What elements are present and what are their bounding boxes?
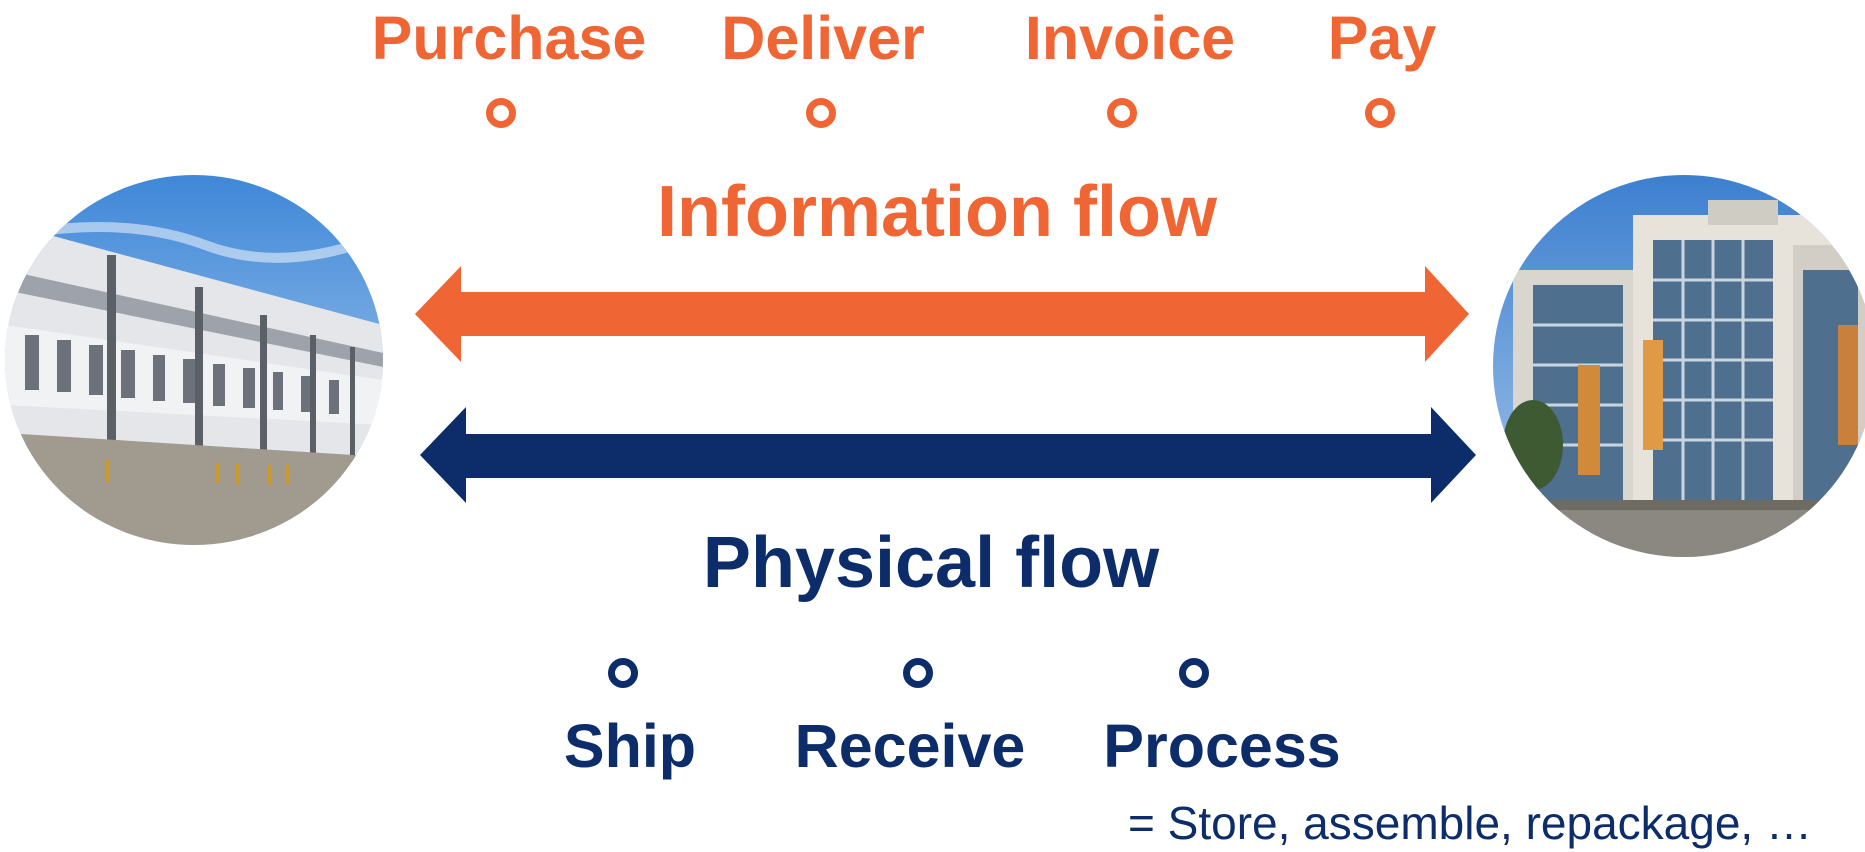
physical-flow-title: Physical flow — [702, 523, 1160, 603]
info-step-marker — [1365, 98, 1395, 128]
info-step-marker — [486, 98, 516, 128]
warehouse-photo — [5, 175, 383, 545]
phys-step-marker — [608, 658, 638, 688]
info-step-marker — [1107, 98, 1137, 128]
info-step-invoice: Invoice — [1024, 4, 1236, 72]
info-step-marker — [806, 98, 836, 128]
phys-step-marker — [903, 658, 933, 688]
physical-flow-arrow — [420, 407, 1476, 503]
phys-step-receive: Receive — [794, 712, 1026, 780]
info-step-deliver: Deliver — [721, 4, 925, 72]
phys-step-marker — [1179, 658, 1209, 688]
process-note: = Store, assemble, repackage, … — [1128, 797, 1812, 849]
info-step-pay: Pay — [1327, 4, 1437, 72]
office-building-photo — [1493, 175, 1865, 557]
information-flow-arrow — [415, 266, 1469, 362]
phys-step-process: Process — [1103, 712, 1341, 780]
information-flow-title: Information flow — [657, 172, 1217, 252]
phys-step-ship: Ship — [563, 712, 697, 780]
info-step-purchase: Purchase — [371, 4, 647, 72]
